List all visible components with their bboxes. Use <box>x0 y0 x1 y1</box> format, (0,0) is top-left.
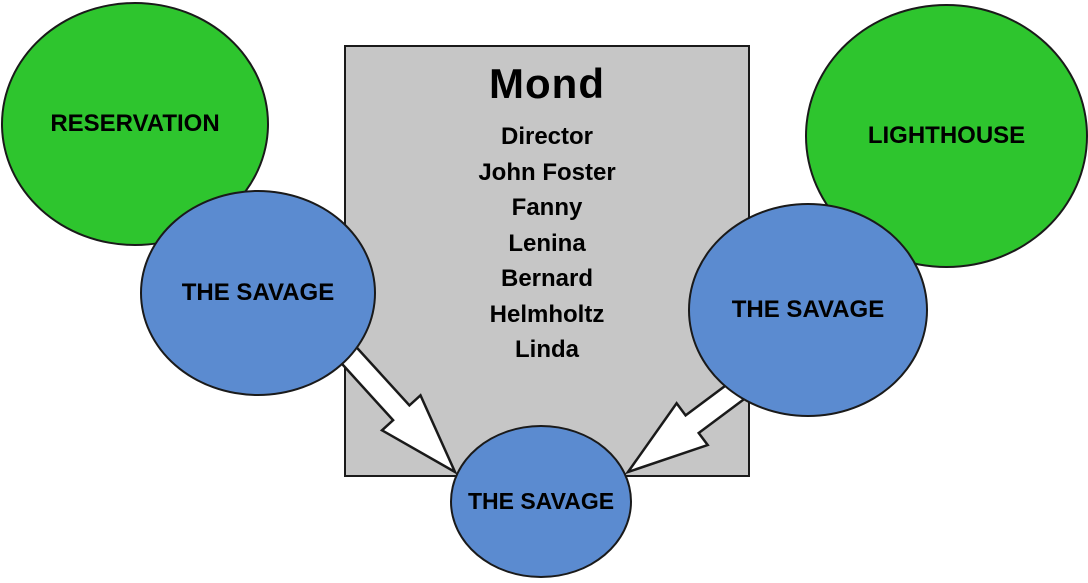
mond-box: Mond Director John Foster Fanny Lenina B… <box>344 45 750 477</box>
member-name: Linda <box>515 336 579 363</box>
mond-box-title: Mond <box>489 60 605 107</box>
savage-left-label: THE SAVAGE <box>181 279 335 306</box>
savage-left-circle: THE SAVAGE <box>140 190 376 396</box>
savage-bottom-label: THE SAVAGE <box>467 488 615 514</box>
member-name: Helmholtz <box>489 300 605 328</box>
member-name: Lenina <box>508 229 586 257</box>
member-name: Fanny <box>511 194 583 221</box>
savage-bottom-circle: THE SAVAGE <box>450 425 632 578</box>
member-name: John Foster <box>478 158 616 186</box>
mond-member-list: Director John Foster Fanny Lenina Bernar… <box>346 119 748 368</box>
reservation-label: RESERVATION <box>50 110 220 137</box>
lighthouse-label: LIGHTHOUSE <box>867 122 1026 149</box>
savage-right-label: THE SAVAGE <box>731 296 885 323</box>
member-name: Bernard <box>500 265 594 292</box>
member-name: Director <box>500 123 594 150</box>
savage-right-circle: THE SAVAGE <box>688 203 928 417</box>
